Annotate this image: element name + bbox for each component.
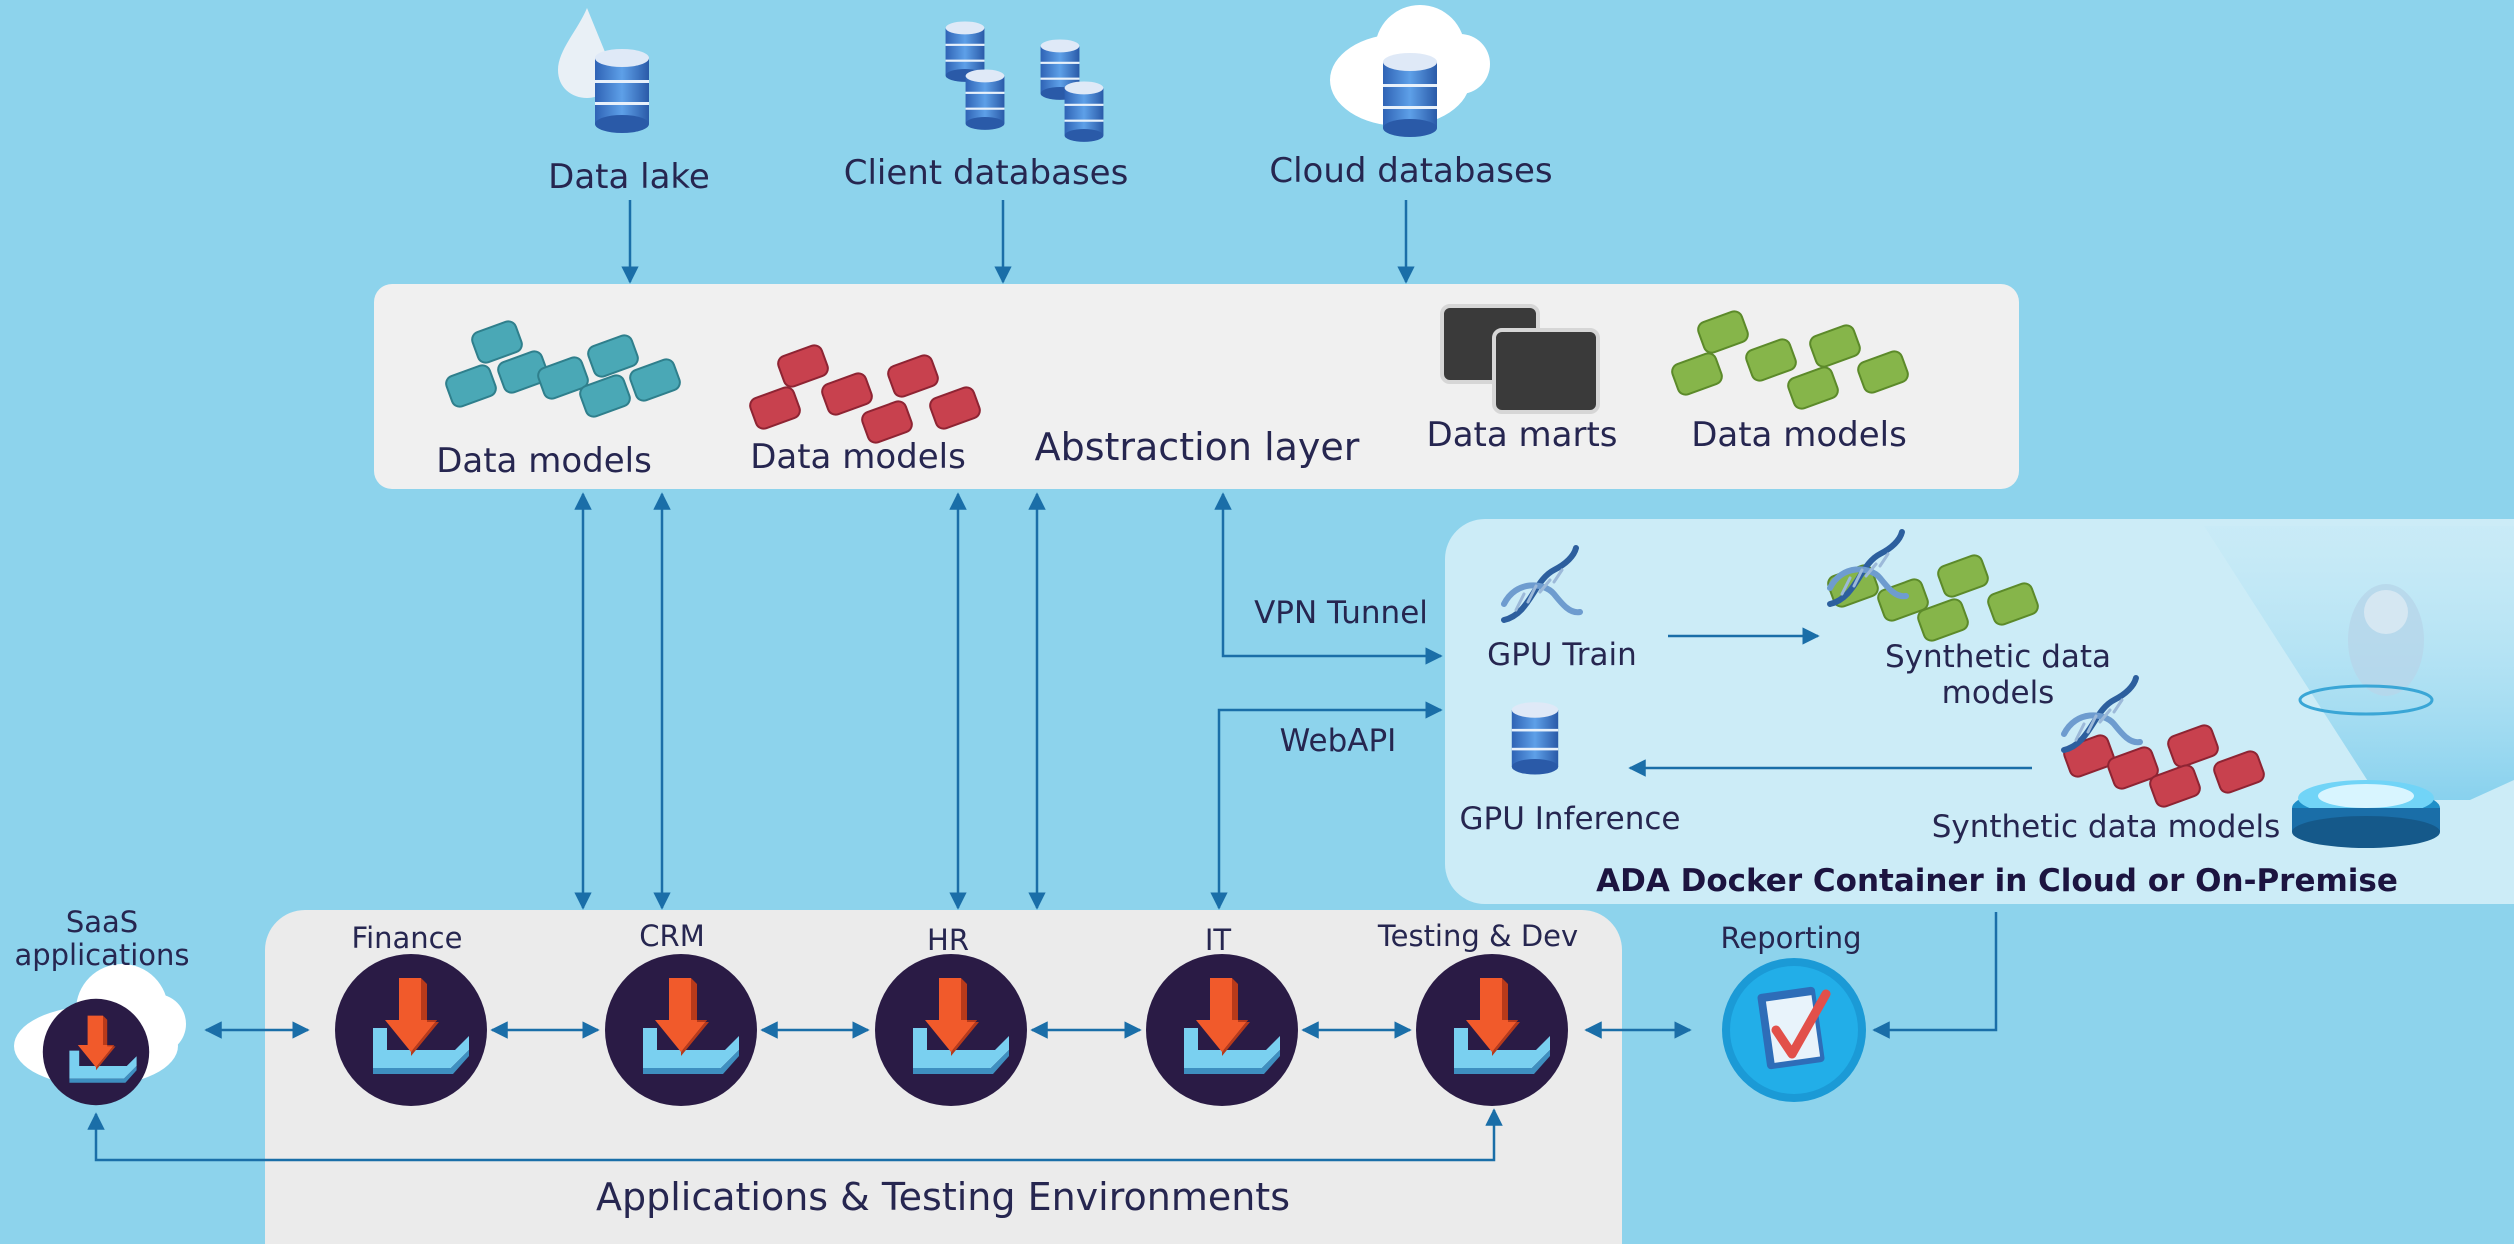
hologram-beam-graphic — [2204, 526, 2514, 848]
vpn-tunnel-label: VPN Tunnel — [1254, 595, 1428, 631]
data-marts-icon — [1440, 304, 1600, 414]
data-marts-label: Data marts — [1426, 415, 1618, 455]
gpu-inference-label: GPU Inference — [1459, 801, 1681, 837]
data-models-label-1: Data models — [436, 441, 652, 481]
reporting-label: Reporting — [1720, 921, 1862, 955]
finance-app-icon — [335, 954, 487, 1106]
abstraction-layer-title: Abstraction layer — [1034, 425, 1360, 469]
data-models-label-3: Data models — [1691, 415, 1907, 455]
data-models-label-2: Data models — [750, 437, 966, 477]
crm-label: CRM — [639, 919, 705, 953]
testing-dev-label: Testing & Dev — [1377, 919, 1579, 953]
cloud-databases-icon — [1330, 5, 1490, 137]
testing-dev-app-icon — [1416, 954, 1568, 1106]
synthetic-data-models-green-icon — [1826, 532, 2039, 642]
hr-app-icon — [875, 954, 1027, 1106]
data-lake-icon — [558, 8, 649, 133]
it-app-icon — [1146, 954, 1298, 1106]
applications-title: Applications & Testing Environments — [595, 1175, 1291, 1219]
ada-container-title: ADA Docker Container in Cloud or On-Prem… — [1596, 863, 2398, 899]
hr-label: HR — [927, 923, 969, 957]
saas-cloud-icon — [14, 964, 186, 1106]
synthetic-data-models-red-icon — [2062, 678, 2265, 808]
gpu-inference-db-icon — [1511, 702, 1559, 775]
data-models-green-icon — [1671, 310, 1909, 410]
it-label: IT — [1204, 923, 1232, 957]
data-models-red-icon — [749, 344, 981, 444]
synthetic-data-models-label-1: Synthetic data models — [1884, 639, 2112, 711]
crm-app-icon — [605, 954, 757, 1106]
gpu-train-label: GPU Train — [1487, 637, 1637, 673]
webapi-label: WebAPI — [1279, 723, 1397, 759]
cloud-databases-label: Cloud databases — [1269, 151, 1553, 191]
finance-label: Finance — [351, 921, 463, 955]
data-lake-label: Data lake — [548, 157, 710, 197]
client-databases-label: Client databases — [843, 153, 1129, 193]
data-models-teal-icon — [445, 320, 681, 418]
reporting-icon — [1722, 958, 1866, 1102]
saas-applications-label: SaaS applications — [14, 905, 190, 973]
synthetic-data-models-label-2: Synthetic data models — [1931, 809, 2281, 845]
client-databases-icon — [945, 21, 1104, 142]
gpu-train-dna-icon — [1504, 548, 1580, 620]
